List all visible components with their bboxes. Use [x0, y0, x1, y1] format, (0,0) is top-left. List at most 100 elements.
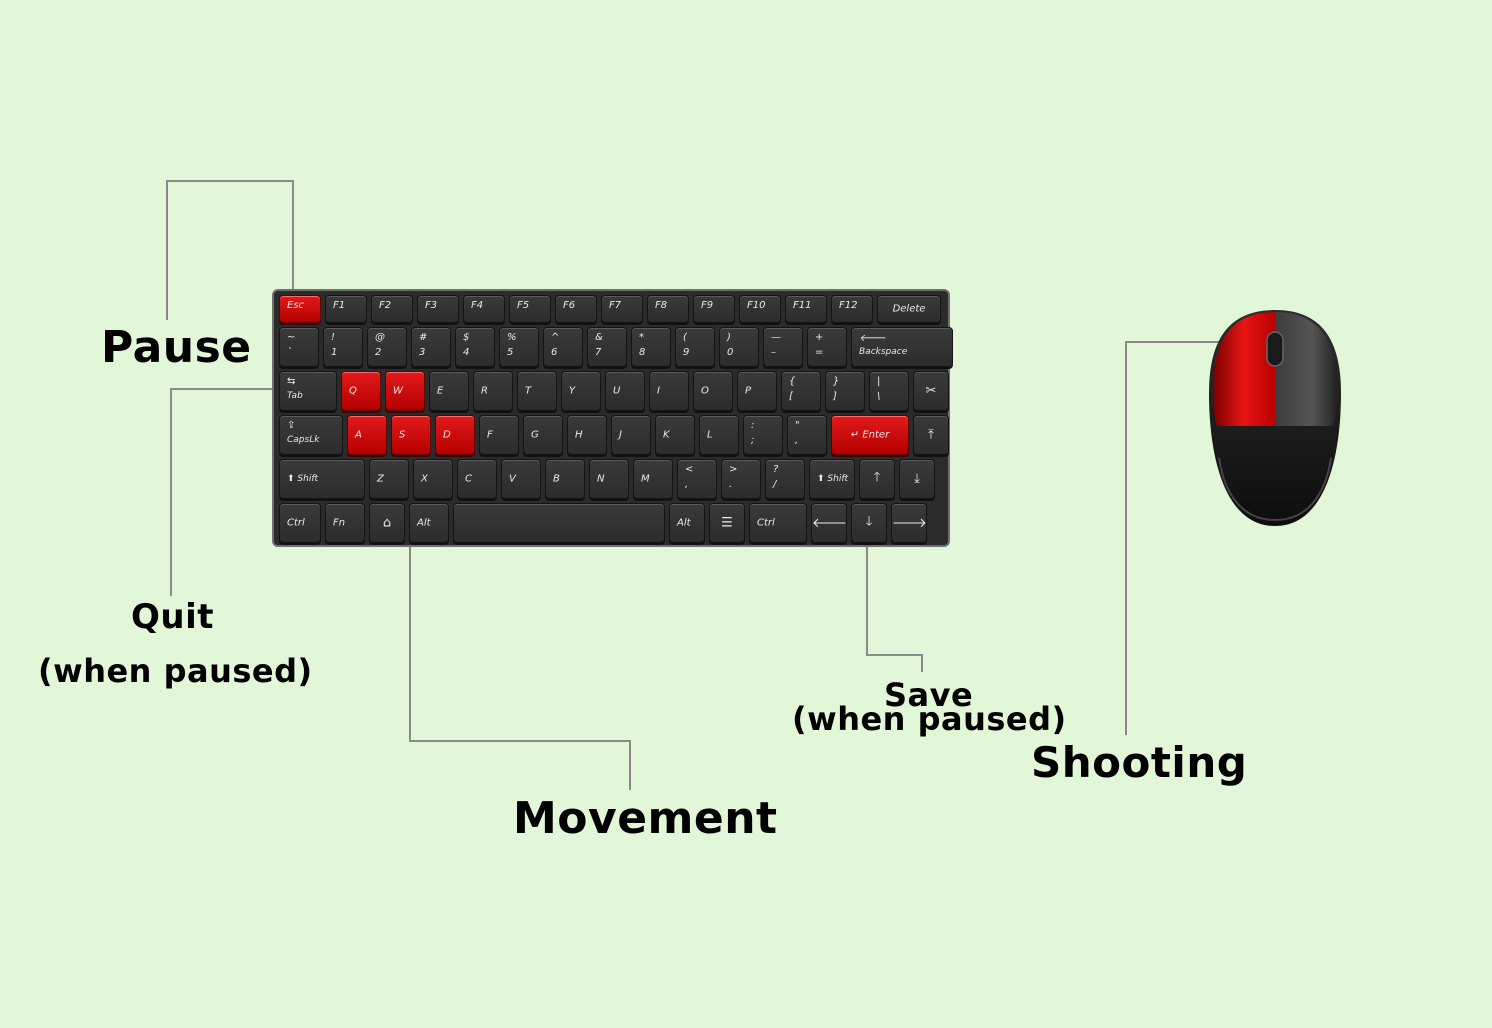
key-v[interactable]: V	[501, 459, 541, 499]
key-n[interactable]: N	[589, 459, 629, 499]
key-rshift[interactable]: ⬆ Shift	[809, 459, 855, 499]
key-menu-icon: ☰	[721, 515, 733, 531]
key-b-label: B	[553, 473, 560, 485]
key-l[interactable]: L	[699, 415, 739, 455]
key-5[interactable]: %5	[499, 327, 539, 367]
key-cut-icon: ✂	[925, 383, 937, 399]
key-o[interactable]: O	[693, 371, 733, 411]
key-m[interactable]: M	[633, 459, 673, 499]
key-h[interactable]: H	[567, 415, 607, 455]
key-z[interactable]: Z	[369, 459, 409, 499]
key-rbracket[interactable]: }]	[825, 371, 865, 411]
key-f3[interactable]: F3	[417, 295, 459, 323]
key-x[interactable]: X	[413, 459, 453, 499]
key-tilde[interactable]: ~`	[279, 327, 319, 367]
key-home[interactable]: ⌂	[369, 503, 405, 543]
movement-callout-line	[409, 430, 631, 790]
key-up[interactable]: 🡑	[859, 459, 895, 499]
movement-label: Movement	[513, 793, 778, 844]
key-fn[interactable]: Fn	[325, 503, 365, 543]
key-pgup[interactable]: ⤒	[913, 415, 949, 455]
quit-when-paused-label: (when paused)	[38, 652, 313, 690]
key-e[interactable]: E	[429, 371, 469, 411]
key-equals[interactable]: +=	[807, 327, 847, 367]
key-2[interactable]: @2	[367, 327, 407, 367]
key-f10[interactable]: F10	[739, 295, 781, 323]
key-q[interactable]: Q	[341, 371, 381, 411]
key-right[interactable]: 🡒	[891, 503, 927, 543]
key-slash[interactable]: ?/	[765, 459, 805, 499]
key-b[interactable]: B	[545, 459, 585, 499]
key-f6[interactable]: F6	[555, 295, 597, 323]
key-z-label: Z	[377, 473, 384, 485]
key-lalt[interactable]: Alt	[409, 503, 449, 543]
key-f4[interactable]: F4	[463, 295, 505, 323]
key-k[interactable]: K	[655, 415, 695, 455]
key-tab[interactable]: ⇆Tab	[279, 371, 337, 411]
key-j-label: J	[619, 429, 622, 441]
key-f8[interactable]: F8	[647, 295, 689, 323]
key-semicolon[interactable]: :;	[743, 415, 783, 455]
key-cut[interactable]: ✂	[913, 371, 949, 411]
key-f11[interactable]: F11	[785, 295, 827, 323]
key-pgdn[interactable]: ⤓	[899, 459, 935, 499]
key-enter[interactable]: ↵ Enter	[831, 415, 909, 455]
key-f12[interactable]: F12	[831, 295, 873, 323]
key-comma[interactable]: <,	[677, 459, 717, 499]
key-quote[interactable]: ",	[787, 415, 827, 455]
key-f1[interactable]: F1	[325, 295, 367, 323]
key-0[interactable]: )0	[719, 327, 759, 367]
key-s[interactable]: S	[391, 415, 431, 455]
key-backspace[interactable]: 🡐Backspace	[851, 327, 953, 367]
key-t[interactable]: T	[517, 371, 557, 411]
key-minus[interactable]: —–	[763, 327, 803, 367]
key-f12-label: F12	[839, 300, 858, 311]
key-u[interactable]: U	[605, 371, 645, 411]
key-6[interactable]: ^6	[543, 327, 583, 367]
key-lctrl[interactable]: Ctrl	[279, 503, 321, 543]
key-a[interactable]: A	[347, 415, 387, 455]
key-9[interactable]: (9	[675, 327, 715, 367]
key-f9[interactable]: F9	[693, 295, 735, 323]
key-5-shift-label: %	[507, 332, 517, 343]
key-rctrl[interactable]: Ctrl	[749, 503, 807, 543]
key-3-main-label: 3	[419, 347, 426, 358]
key-3[interactable]: #3	[411, 327, 451, 367]
key-lshift[interactable]: ⬆ Shift	[279, 459, 365, 499]
key-i[interactable]: I	[649, 371, 689, 411]
key-d[interactable]: D	[435, 415, 475, 455]
key-esc[interactable]: Esc	[279, 295, 321, 323]
key-f7[interactable]: F7	[601, 295, 643, 323]
key-capslock[interactable]: ⇪CapsLk	[279, 415, 343, 455]
key-ralt[interactable]: Alt	[669, 503, 705, 543]
key-j[interactable]: J	[611, 415, 651, 455]
key-7[interactable]: &7	[587, 327, 627, 367]
key-lctrl-label: Ctrl	[287, 517, 305, 529]
key-y-label: Y	[569, 385, 576, 397]
key-backslash[interactable]: |\	[869, 371, 909, 411]
key-8[interactable]: *8	[631, 327, 671, 367]
key-y[interactable]: Y	[561, 371, 601, 411]
key-g[interactable]: G	[523, 415, 563, 455]
key-f5[interactable]: F5	[509, 295, 551, 323]
key-delete[interactable]: Delete	[877, 295, 941, 323]
key-left[interactable]: 🡐	[811, 503, 847, 543]
key-g-label: G	[531, 429, 539, 441]
key-f11-label: F11	[793, 300, 812, 311]
key-1[interactable]: !1	[323, 327, 363, 367]
key-o-label: O	[701, 385, 709, 397]
pause-label: Pause	[101, 322, 252, 373]
key-f[interactable]: F	[479, 415, 519, 455]
key-p[interactable]: P	[737, 371, 777, 411]
key-menu[interactable]: ☰	[709, 503, 745, 543]
key-w[interactable]: W	[385, 371, 425, 411]
key-r[interactable]: R	[473, 371, 513, 411]
key-period[interactable]: >.	[721, 459, 761, 499]
key-lbracket[interactable]: {[	[781, 371, 821, 411]
key-c[interactable]: C	[457, 459, 497, 499]
key-0-shift-label: )	[727, 332, 731, 343]
key-down[interactable]: 🡓	[851, 503, 887, 543]
key-f2[interactable]: F2	[371, 295, 413, 323]
key-4[interactable]: $4	[455, 327, 495, 367]
key-space[interactable]	[453, 503, 665, 543]
